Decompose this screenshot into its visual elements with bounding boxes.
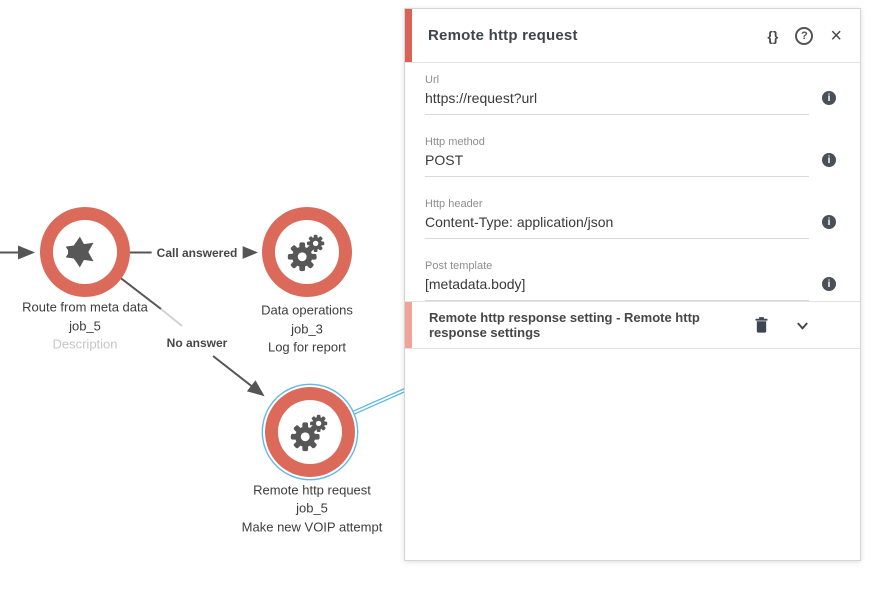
node-description: Make new VOIP attempt	[241, 519, 383, 535]
url-field[interactable]: Url https://request?url	[425, 73, 809, 115]
properties-panel: Remote http request {} ? × Url https://r…	[404, 8, 861, 561]
trash-icon[interactable]	[754, 316, 769, 334]
edge-label-call-answered: Call answered	[151, 245, 243, 261]
field-url: Url https://request?url i	[425, 73, 836, 115]
close-icon[interactable]: ×	[830, 24, 842, 47]
panel-header: Remote http request {} ? ×	[405, 9, 860, 63]
field-label: Http method	[425, 136, 485, 148]
node-title: Data operations	[261, 302, 353, 318]
branch-icon	[65, 236, 94, 268]
panel-accent-bar	[405, 9, 412, 62]
field-http-header: Http header Content-Type: application/js…	[425, 197, 836, 239]
node-inner-circle	[278, 400, 342, 464]
panel-header-icons: {} ? ×	[767, 26, 842, 46]
node-title: Remote http request	[253, 482, 371, 498]
gears-icon	[287, 234, 325, 272]
field-post-template: Post template [metadata.body] i	[425, 259, 836, 301]
node-route-from-meta-data[interactable]	[40, 207, 130, 297]
info-icon[interactable]: i	[822, 215, 836, 229]
info-icon[interactable]: i	[822, 153, 836, 167]
panel-title: Remote http request	[428, 27, 578, 44]
field-value[interactable]: https://request?url	[425, 90, 538, 106]
node-description: Log for report	[267, 339, 347, 355]
node-job-id: job_5	[69, 318, 101, 334]
response-settings-section[interactable]: Remote http response setting - Remote ht…	[405, 301, 860, 349]
node-inner-circle	[275, 220, 339, 284]
field-label: Http header	[425, 198, 483, 210]
info-icon[interactable]: i	[822, 277, 836, 291]
http-header-field[interactable]: Http header Content-Type: application/js…	[425, 197, 809, 239]
field-value[interactable]: POST	[425, 152, 464, 168]
node-data-operations[interactable]	[262, 207, 352, 297]
panel-fields: Url https://request?url i Http method PO…	[405, 63, 860, 301]
field-http-method: Http method POST i	[425, 135, 836, 177]
node-job-id: job_5	[296, 500, 328, 516]
node-job-id: job_3	[291, 321, 323, 337]
info-icon[interactable]: i	[822, 91, 836, 105]
gears-icon	[290, 414, 328, 452]
node-inner-circle	[53, 220, 117, 284]
code-braces-icon[interactable]: {}	[767, 27, 779, 44]
section-accent-bar	[405, 302, 412, 348]
node-remote-http-request[interactable]	[265, 387, 355, 477]
field-label: Post template	[425, 260, 493, 272]
field-value[interactable]: Content-Type: application/json	[425, 214, 614, 230]
edge-label-no-answer: No answer	[161, 335, 233, 351]
http-method-field[interactable]: Http method POST	[425, 135, 809, 177]
field-value[interactable]: [metadata.body]	[425, 276, 526, 292]
section-body-empty	[405, 349, 860, 560]
chevron-down-icon[interactable]	[795, 318, 810, 333]
post-template-field[interactable]: Post template [metadata.body]	[425, 259, 809, 301]
node-description: Description	[52, 336, 118, 352]
help-icon[interactable]: ?	[795, 26, 814, 45]
node-title: Route from meta data	[22, 299, 148, 315]
field-label: Url	[425, 74, 440, 86]
section-title: Remote http response setting - Remote ht…	[429, 310, 700, 340]
